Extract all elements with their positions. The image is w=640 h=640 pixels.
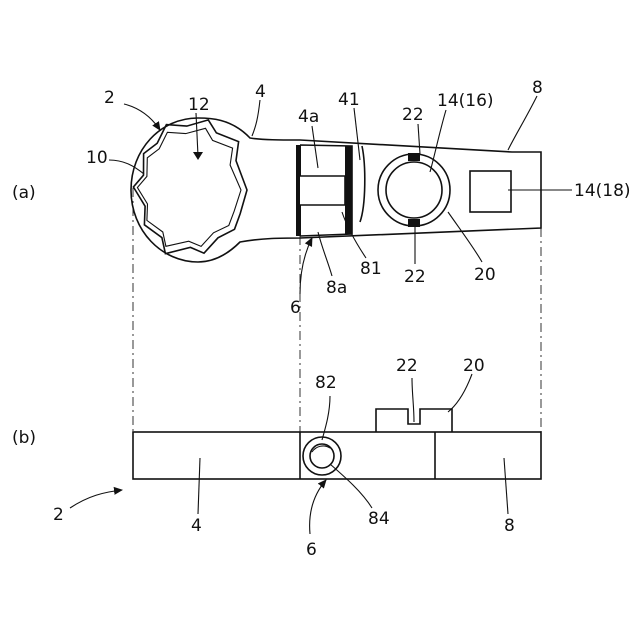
joint-arrow-a <box>300 238 312 294</box>
side-body <box>133 432 541 479</box>
label-pin-inner: 84 <box>368 509 390 529</box>
slot-dark-band <box>345 146 352 234</box>
view-b-drawing <box>133 409 541 479</box>
label-upper-tab: 22 <box>402 105 424 125</box>
label-lower-tab: 22 <box>404 267 426 287</box>
leader-84 <box>330 464 372 508</box>
leader-4-top <box>252 100 260 136</box>
leader-82 <box>322 396 330 440</box>
label-wrench-b: 2 <box>53 505 64 525</box>
label-slot: 4a <box>298 107 319 127</box>
square-hole <box>470 171 511 212</box>
lower-tab-mark <box>408 219 420 227</box>
view-b-leaders <box>70 374 508 534</box>
label-pin-hole: 81 <box>360 259 382 279</box>
view-b-labels: (b) 82 22 20 2 4 84 8 6 <box>12 356 515 560</box>
leader-10 <box>109 160 144 174</box>
leader-4-b <box>198 458 200 514</box>
label-tab-b: 22 <box>396 356 418 376</box>
label-notch: 12 <box>188 95 210 115</box>
label-square-hole: 14(18) <box>574 181 631 201</box>
leader-41 <box>354 108 360 160</box>
label-round-hole: 14(16) <box>437 91 494 111</box>
leader-8a <box>318 232 332 276</box>
label-recess: 41 <box>338 90 360 110</box>
label-grip-part-b: 8 <box>504 516 515 536</box>
recess-41-curve <box>360 146 365 222</box>
view-label-a: (a) <box>12 183 36 203</box>
round-hole-inner <box>386 162 442 218</box>
leader-8-b <box>504 458 508 514</box>
label-wrench-a: 2 <box>104 88 115 108</box>
label-insert-a: 20 <box>474 265 496 285</box>
leader-22-top <box>418 124 420 154</box>
leader-8-top <box>508 96 537 150</box>
leader-20 <box>448 212 482 262</box>
leader-22-b <box>412 378 414 422</box>
leader-4a <box>312 126 318 168</box>
leader-20-b <box>448 374 472 412</box>
slot-4a <box>300 176 345 205</box>
view-label-b: (b) <box>12 428 36 448</box>
joint-arrow-b <box>310 480 326 534</box>
label-grip-part-a: 8 <box>532 78 543 98</box>
leader-12 <box>196 113 198 156</box>
label-head-part-a: 4 <box>255 82 266 102</box>
label-pin: 82 <box>315 373 337 393</box>
round-hole-outer <box>378 154 450 226</box>
upper-tab-mark <box>408 153 420 161</box>
label-head-part-b: 4 <box>191 516 202 536</box>
label-joint-b: 6 <box>306 540 317 560</box>
wrench-arrow-b <box>70 490 122 508</box>
label-joint-a: 6 <box>290 298 301 318</box>
label-ring: 10 <box>86 148 108 168</box>
label-tongue: 8a <box>326 278 347 298</box>
wrench-arrow-a <box>124 104 160 130</box>
label-insert-b: 20 <box>463 356 485 376</box>
